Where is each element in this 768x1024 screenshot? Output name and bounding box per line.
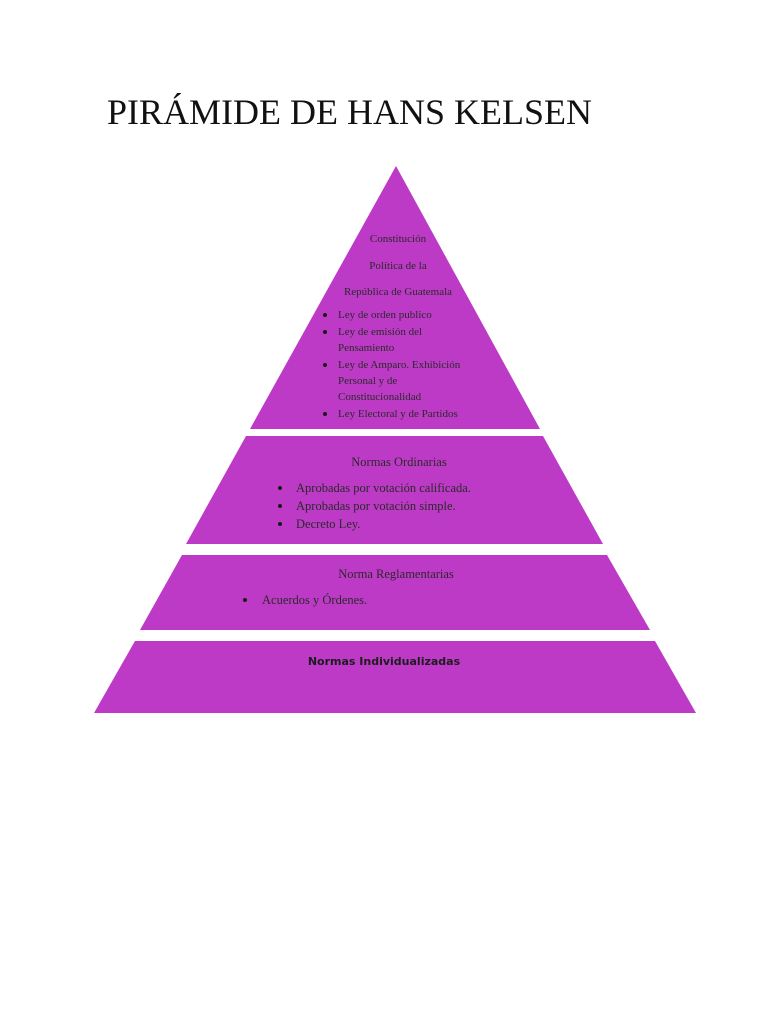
list-item: Ley de emisión del Pensamiento: [318, 324, 478, 356]
pyramid-tier-1-shape: [250, 166, 540, 429]
list-item: Acuerdos y Órdenes.: [232, 591, 532, 609]
pyramid-tier-normas-ordinarias: Normas Ordinarias Aprobadas por votación…: [228, 451, 538, 539]
list-item: Ley Electoral y de Partidos Políticos: [318, 406, 478, 426]
pyramid-tier-4-shape: [94, 641, 696, 713]
tier-heading-line: República de Guatemala: [343, 286, 453, 298]
list-item: Ley de Amparo. Exhibición Personal y de …: [318, 357, 478, 405]
list-item: Aprobadas por votación calificada.: [276, 479, 538, 497]
pyramid-tier-norma-reglamentarias: Norma Reglamentarias Acuerdos y Órdenes.: [232, 563, 532, 623]
tier-heading: Norma Reglamentarias: [338, 567, 454, 581]
tier-heading: Normas Ordinarias: [351, 455, 447, 469]
tier-heading-line: Política de la: [369, 259, 427, 272]
pyramid-tier-3-shape: [140, 555, 650, 630]
tier-item-list: Ley de orden publico Ley de emisión del …: [318, 307, 478, 426]
tier-heading-line: Constitución: [369, 233, 427, 245]
page-title: PIRÁMIDE DE HANS KELSEN: [107, 92, 592, 132]
tier-heading: Normas Individualizadas: [307, 655, 461, 668]
tier-item-list: Aprobadas por votación calificada. Aprob…: [228, 479, 538, 533]
list-item: Ley de orden publico: [318, 307, 478, 323]
pyramid-tier-2-shape: [186, 436, 603, 544]
list-item: Aprobadas por votación simple.: [276, 497, 538, 515]
pyramid-tier-constitucion: Constitución Política de la República de…: [318, 226, 478, 426]
tier-item-list: Acuerdos y Órdenes.: [232, 591, 532, 609]
pyramid-tier-normas-individualizadas: Normas Individualizadas: [232, 652, 536, 676]
list-item: Decreto Ley.: [276, 515, 538, 533]
